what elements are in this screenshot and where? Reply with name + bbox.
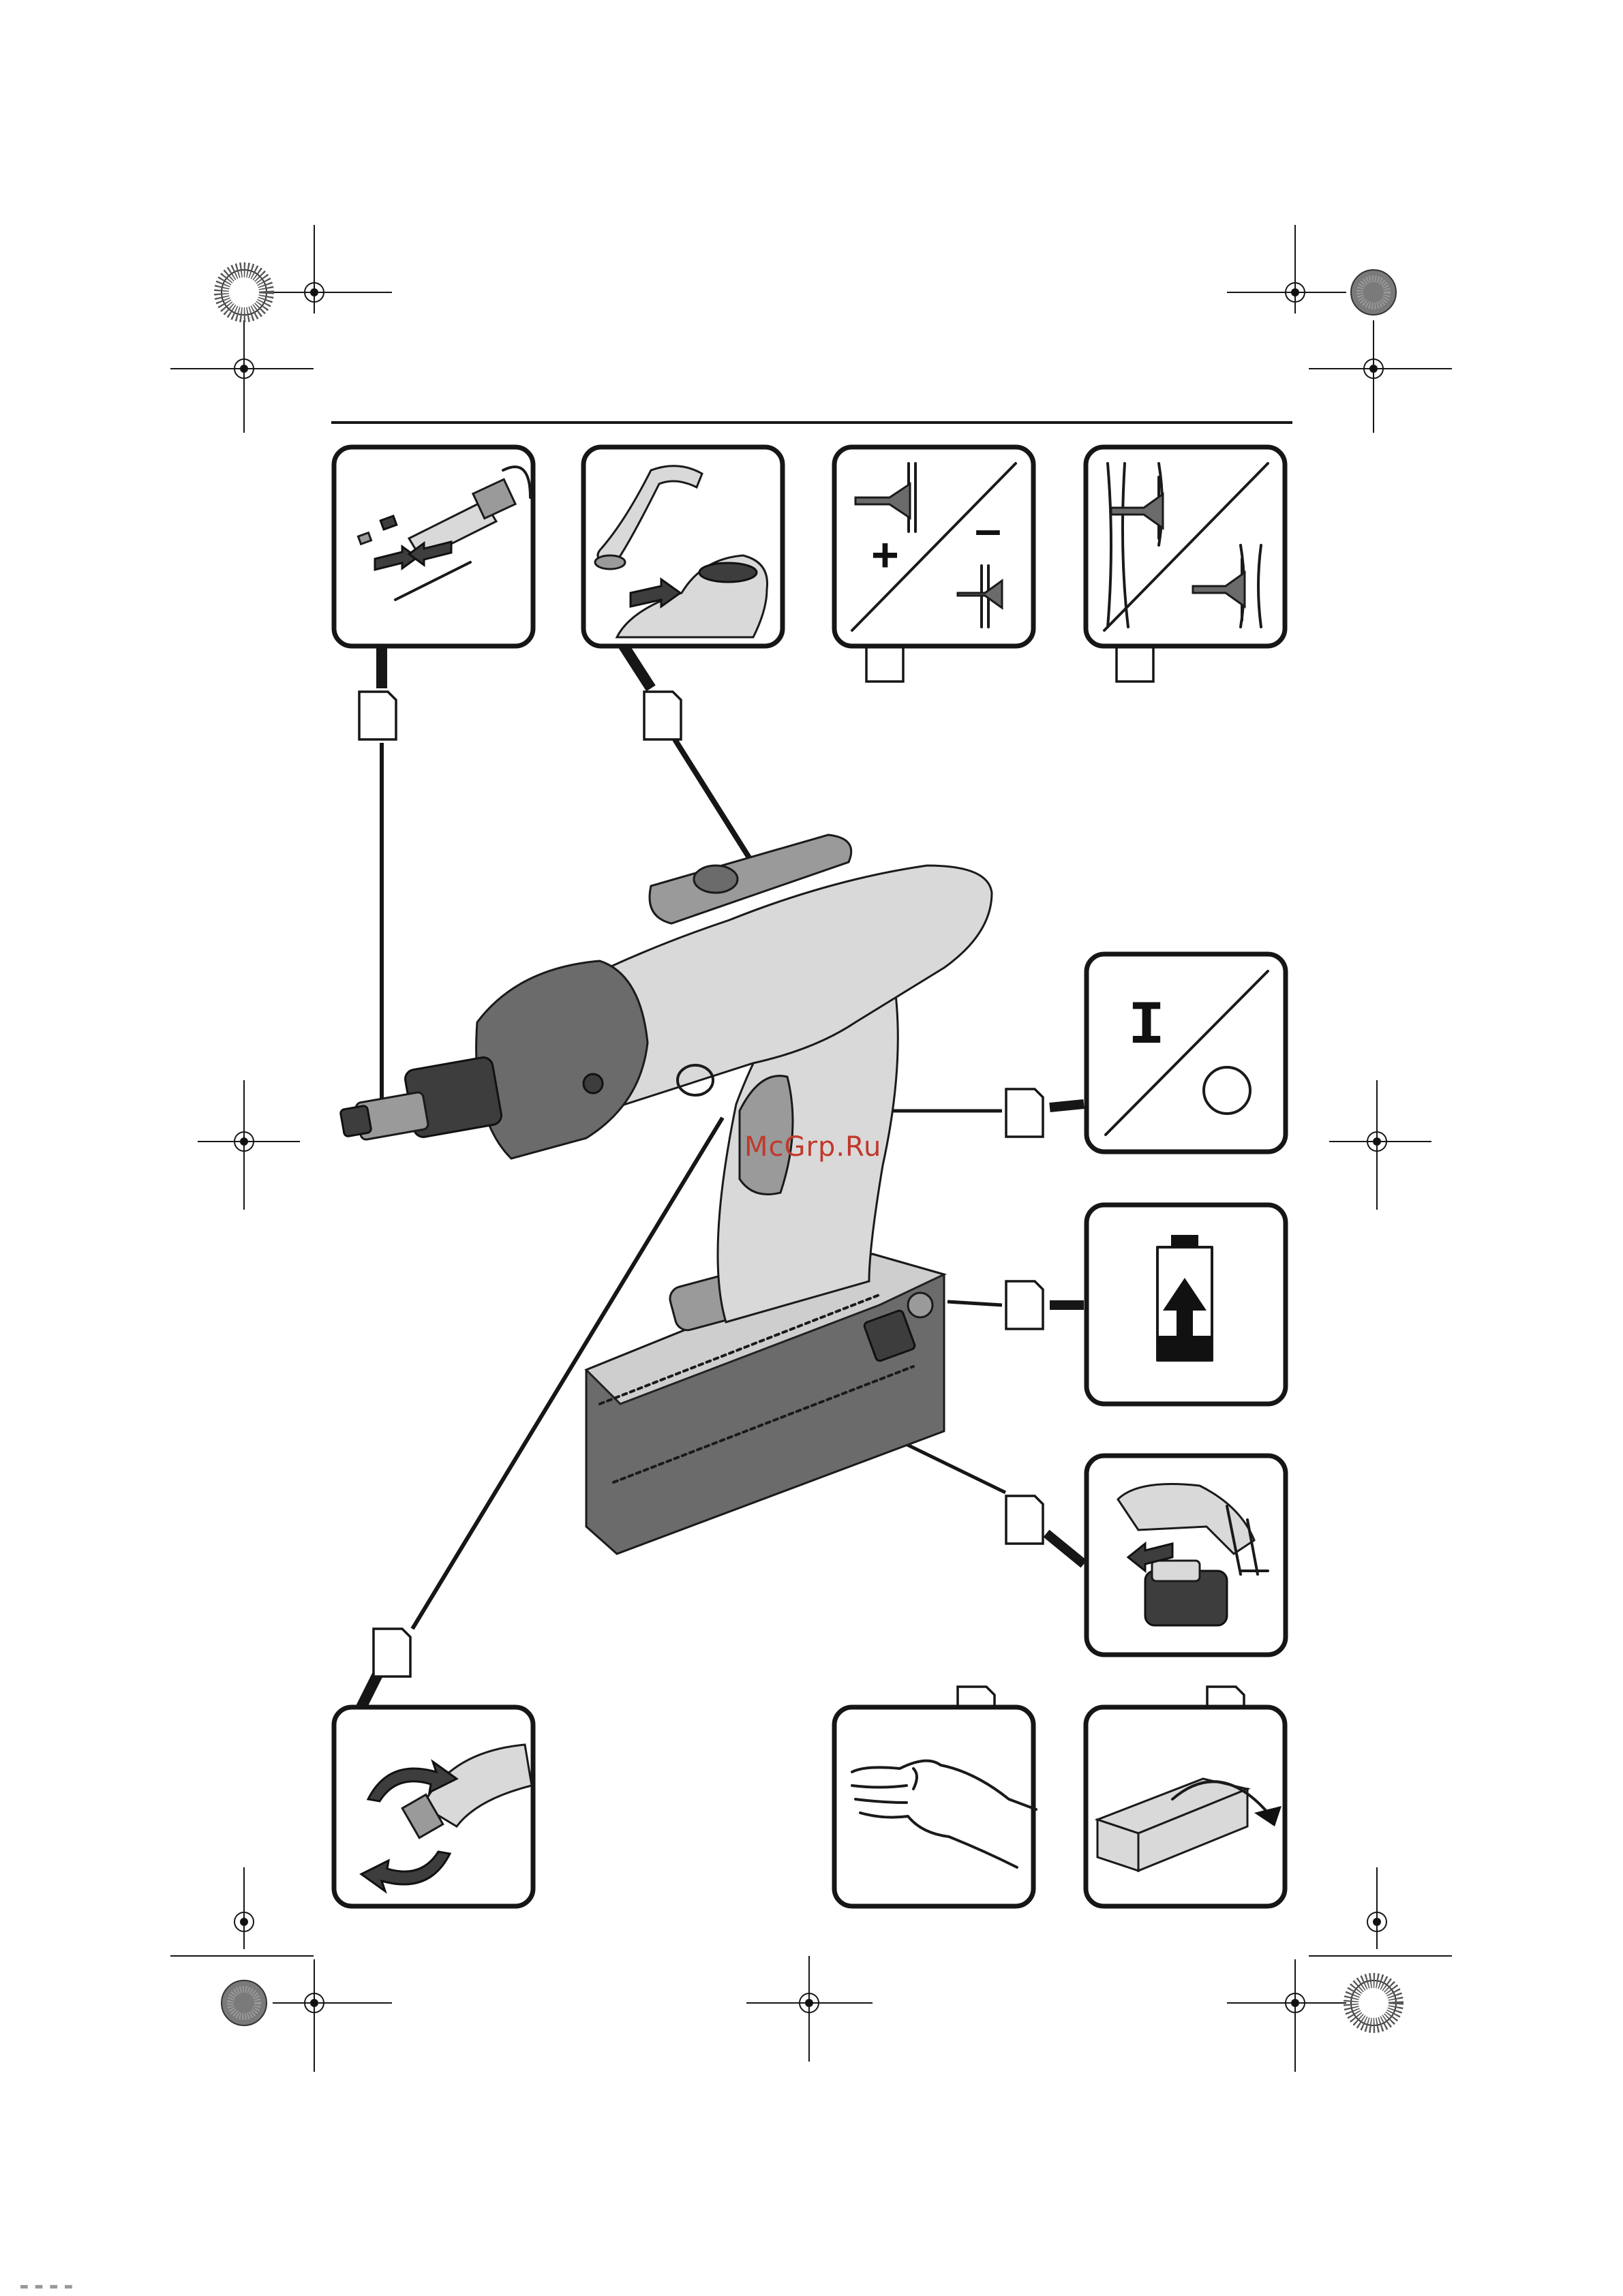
printer-bottom-marks: ▬ ▬ ▬ ▬ <box>20 2279 72 2293</box>
doc-icon-8 <box>374 1629 410 1677</box>
watermark-text: McGrp.Ru <box>744 1131 881 1163</box>
crosshair-mark-tr1 <box>1227 225 1346 313</box>
panel-battery-remove <box>1087 1456 1286 1655</box>
doc-icon-7 <box>1006 1496 1043 1544</box>
bit-tip <box>340 1105 371 1137</box>
starburst-target-tl <box>222 270 267 315</box>
crosshair-mark-br1 <box>1227 1959 1346 2072</box>
battery-check-button <box>908 1293 932 1317</box>
gray-target-bl <box>222 1980 267 2025</box>
doc-icon-1 <box>359 692 396 739</box>
crosshair-mark-mr <box>1329 1080 1431 1210</box>
doc-icon-5 <box>1006 1089 1043 1137</box>
crosshair-mark-bc <box>746 1956 873 2062</box>
crosshair-mark-tl1 <box>273 225 392 313</box>
panel-battery-charge <box>1087 1205 1286 1404</box>
panel-handling <box>834 1707 1036 1906</box>
crosshair-mark-br2 <box>1309 1867 1452 1956</box>
leader-lines <box>361 641 1084 1707</box>
crosshair-mark-tr2 <box>1309 320 1452 433</box>
crosshair-mark-bl2 <box>273 1959 392 2072</box>
doc-icon-6 <box>1006 1281 1043 1329</box>
panel-screw-depth <box>1086 447 1285 646</box>
cordless-screwdriver-illustration <box>340 835 992 1554</box>
gray-target-tr <box>1351 270 1396 315</box>
plus-label: + <box>871 528 899 581</box>
panel-depth-adjust: + – <box>834 447 1033 646</box>
panel-bit-change <box>334 447 533 646</box>
crosshair-mark-ml <box>198 1080 300 1210</box>
crosshair-mark-bl1 <box>170 1867 314 1956</box>
panel-packaging <box>1086 1707 1285 1906</box>
motor-housing <box>476 961 648 1159</box>
clip-release-button <box>694 866 738 893</box>
panel-belt-clip <box>583 447 783 646</box>
minus-label: – <box>975 502 1001 555</box>
starburst-target-br <box>1351 1980 1396 2025</box>
reverse-switch <box>583 1074 603 1093</box>
doc-icon-2 <box>644 692 681 739</box>
on-symbol: I <box>1128 992 1165 1062</box>
panel-rotation <box>334 1707 533 1906</box>
crosshair-mark-tl2 <box>170 320 314 433</box>
panel-switch-on-off: I <box>1087 954 1286 1152</box>
